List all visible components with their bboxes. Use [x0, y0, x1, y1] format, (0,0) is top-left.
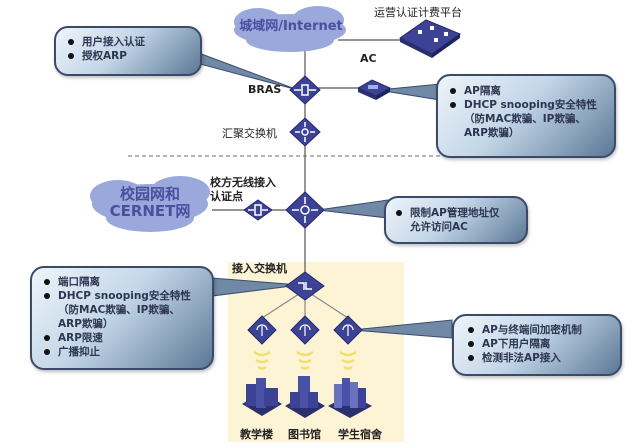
callout-continuation: ARP欺骗）	[464, 127, 520, 139]
callout-item: 广播抑止	[42, 345, 212, 359]
core-switch-icon	[285, 191, 325, 229]
callout-access: 端口隔离 DHCP snooping安全特性 （防MAC欺骗、IP欺骗、 ARP…	[30, 266, 214, 370]
callout-item: 用户接入认证	[66, 35, 200, 49]
ap-icon-1	[247, 315, 277, 345]
callout-tail-ap	[351, 319, 453, 339]
callout-item: 授权ARP	[66, 49, 200, 63]
callout-core: 限制AP管理地址仅 允许访问AC	[384, 196, 528, 244]
callout-item: 检测非法AP接入	[466, 351, 620, 365]
ac-device-icon	[356, 79, 392, 100]
teaching-building-icon	[242, 378, 282, 416]
building-label-dormitory: 学生宿舍	[338, 428, 382, 441]
campus-cloud-line2: CERNET网	[109, 201, 191, 220]
callout-tail-core	[317, 199, 389, 219]
aggregation-switch-label: 汇聚交换机	[222, 127, 277, 140]
building-label-library: 图书馆	[288, 428, 321, 441]
dormitory-building-icon	[328, 378, 372, 418]
campus-auth-label: 校方无线接入 认证点	[210, 176, 276, 204]
building-label-teaching: 教学楼	[240, 428, 273, 441]
callout-tail-bras	[195, 51, 299, 91]
billing-platform-icon	[399, 19, 462, 58]
ap-icon-2	[290, 315, 320, 345]
bras-label: BRAS	[248, 83, 282, 96]
bras-device-icon	[289, 75, 321, 105]
campus-auth-point-icon	[243, 199, 273, 221]
callout-item: AP与终端间加密机制	[466, 323, 620, 337]
callout-item: ARP限速	[42, 331, 212, 345]
callout-ap: AP与终端间加密机制 AP下用户隔离 检测非法AP接入	[452, 314, 622, 376]
ap-icon-3	[333, 315, 363, 345]
callout-item: AP下用户隔离	[466, 337, 620, 351]
callout-continuation: （防MAC欺骗、IP欺骗、	[464, 113, 586, 125]
callout-item: 端口隔离	[42, 275, 212, 289]
access-switch-icon	[285, 271, 325, 301]
callout-ac: AP隔离 DHCP snooping安全特性 （防MAC欺骗、IP欺骗、 ARP…	[436, 74, 616, 158]
callout-continuation: 允许访问AC	[410, 221, 468, 233]
ac-label: AC	[360, 52, 377, 65]
access-switch-label: 接入交换机	[232, 262, 287, 275]
metro-cloud-label: 城域网/Internet	[239, 19, 343, 34]
campus-cloud	[90, 176, 210, 232]
campus-auth-line1: 校方无线接入	[210, 176, 276, 189]
callout-item: DHCP snooping安全特性	[42, 289, 212, 303]
billing-platform-label: 运营认证计费平台	[374, 6, 462, 19]
wifi-waves	[253, 350, 357, 370]
campus-cloud-line1: 校园网和	[119, 185, 180, 203]
callout-continuation: （防MAC欺骗、IP欺骗、	[58, 304, 180, 316]
callout-continuation: ARP欺骗）	[58, 318, 114, 330]
campus-auth-line2: 认证点	[210, 190, 243, 203]
library-building-icon	[285, 376, 325, 418]
callout-item: AP隔离	[448, 84, 614, 98]
callout-bras: 用户接入认证 授权ARP	[54, 26, 202, 76]
metro-cloud	[234, 6, 346, 52]
campus-cloud-label: 校园网和 CERNET网	[98, 186, 202, 219]
aggregation-switch-icon	[289, 117, 321, 147]
callout-item: DHCP snooping安全特性	[448, 98, 614, 112]
callout-item: 限制AP管理地址仅	[394, 206, 526, 220]
